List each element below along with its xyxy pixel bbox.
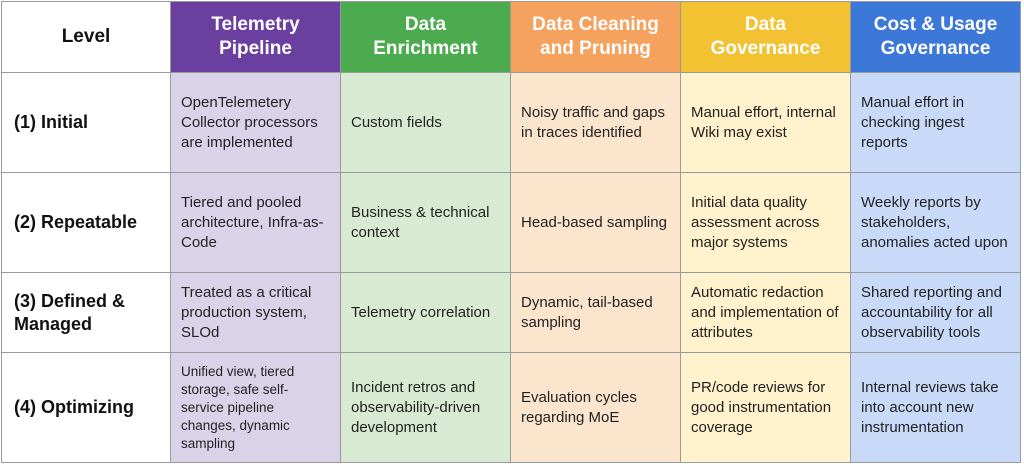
table-cell: PR/code reviews for good instrumentation…	[681, 353, 851, 463]
table-cell: Noisy traffic and gaps in traces identif…	[511, 73, 681, 173]
table-cell: Telemetry correlation	[341, 273, 511, 353]
table-cell: Unified view, tiered storage, safe self-…	[171, 353, 341, 463]
level-repeatable: (2) Repeatable	[2, 173, 171, 273]
table-cell: Shared reporting and accountability for …	[851, 273, 1021, 353]
table-cell: Custom fields	[341, 73, 511, 173]
header-level: Level	[2, 2, 171, 73]
table-cell: Head-based sampling	[511, 173, 681, 273]
table-cell: Business & technical context	[341, 173, 511, 273]
table-cell: Dynamic, tail-based sampling	[511, 273, 681, 353]
table-cell: Weekly reports by stakeholders, anomalie…	[851, 173, 1021, 273]
table-cell: Initial data quality assessment across m…	[681, 173, 851, 273]
table-cell: Incident retros and observability-driven…	[341, 353, 511, 463]
table-cell: Manual effort in checking ingest reports	[851, 73, 1021, 173]
table-cell: Internal reviews take into account new i…	[851, 353, 1021, 463]
level-defined-managed: (3) Defined & Managed	[2, 273, 171, 353]
header-data-enrichment: Data Enrichment	[341, 2, 511, 73]
level-optimizing: (4) Optimizing	[2, 353, 171, 463]
table-cell: Tiered and pooled architecture, Infra-as…	[171, 173, 341, 273]
table-cell: OpenTelemetery Collector processors are …	[171, 73, 341, 173]
level-initial: (1) Initial	[2, 73, 171, 173]
header-telemetry-pipeline: Telemetry Pipeline	[171, 2, 341, 73]
header-data-cleaning: Data Cleaning and Pruning	[511, 2, 681, 73]
table-cell: Manual effort, internal Wiki may exist	[681, 73, 851, 173]
header-data-governance: Data Governance	[681, 2, 851, 73]
table-cell: Automatic redaction and implementation o…	[681, 273, 851, 353]
table-cell: Treated as a critical production system,…	[171, 273, 341, 353]
table-cell: Evaluation cycles regarding MoE	[511, 353, 681, 463]
header-cost-usage-governance: Cost & Usage Governance	[851, 2, 1021, 73]
